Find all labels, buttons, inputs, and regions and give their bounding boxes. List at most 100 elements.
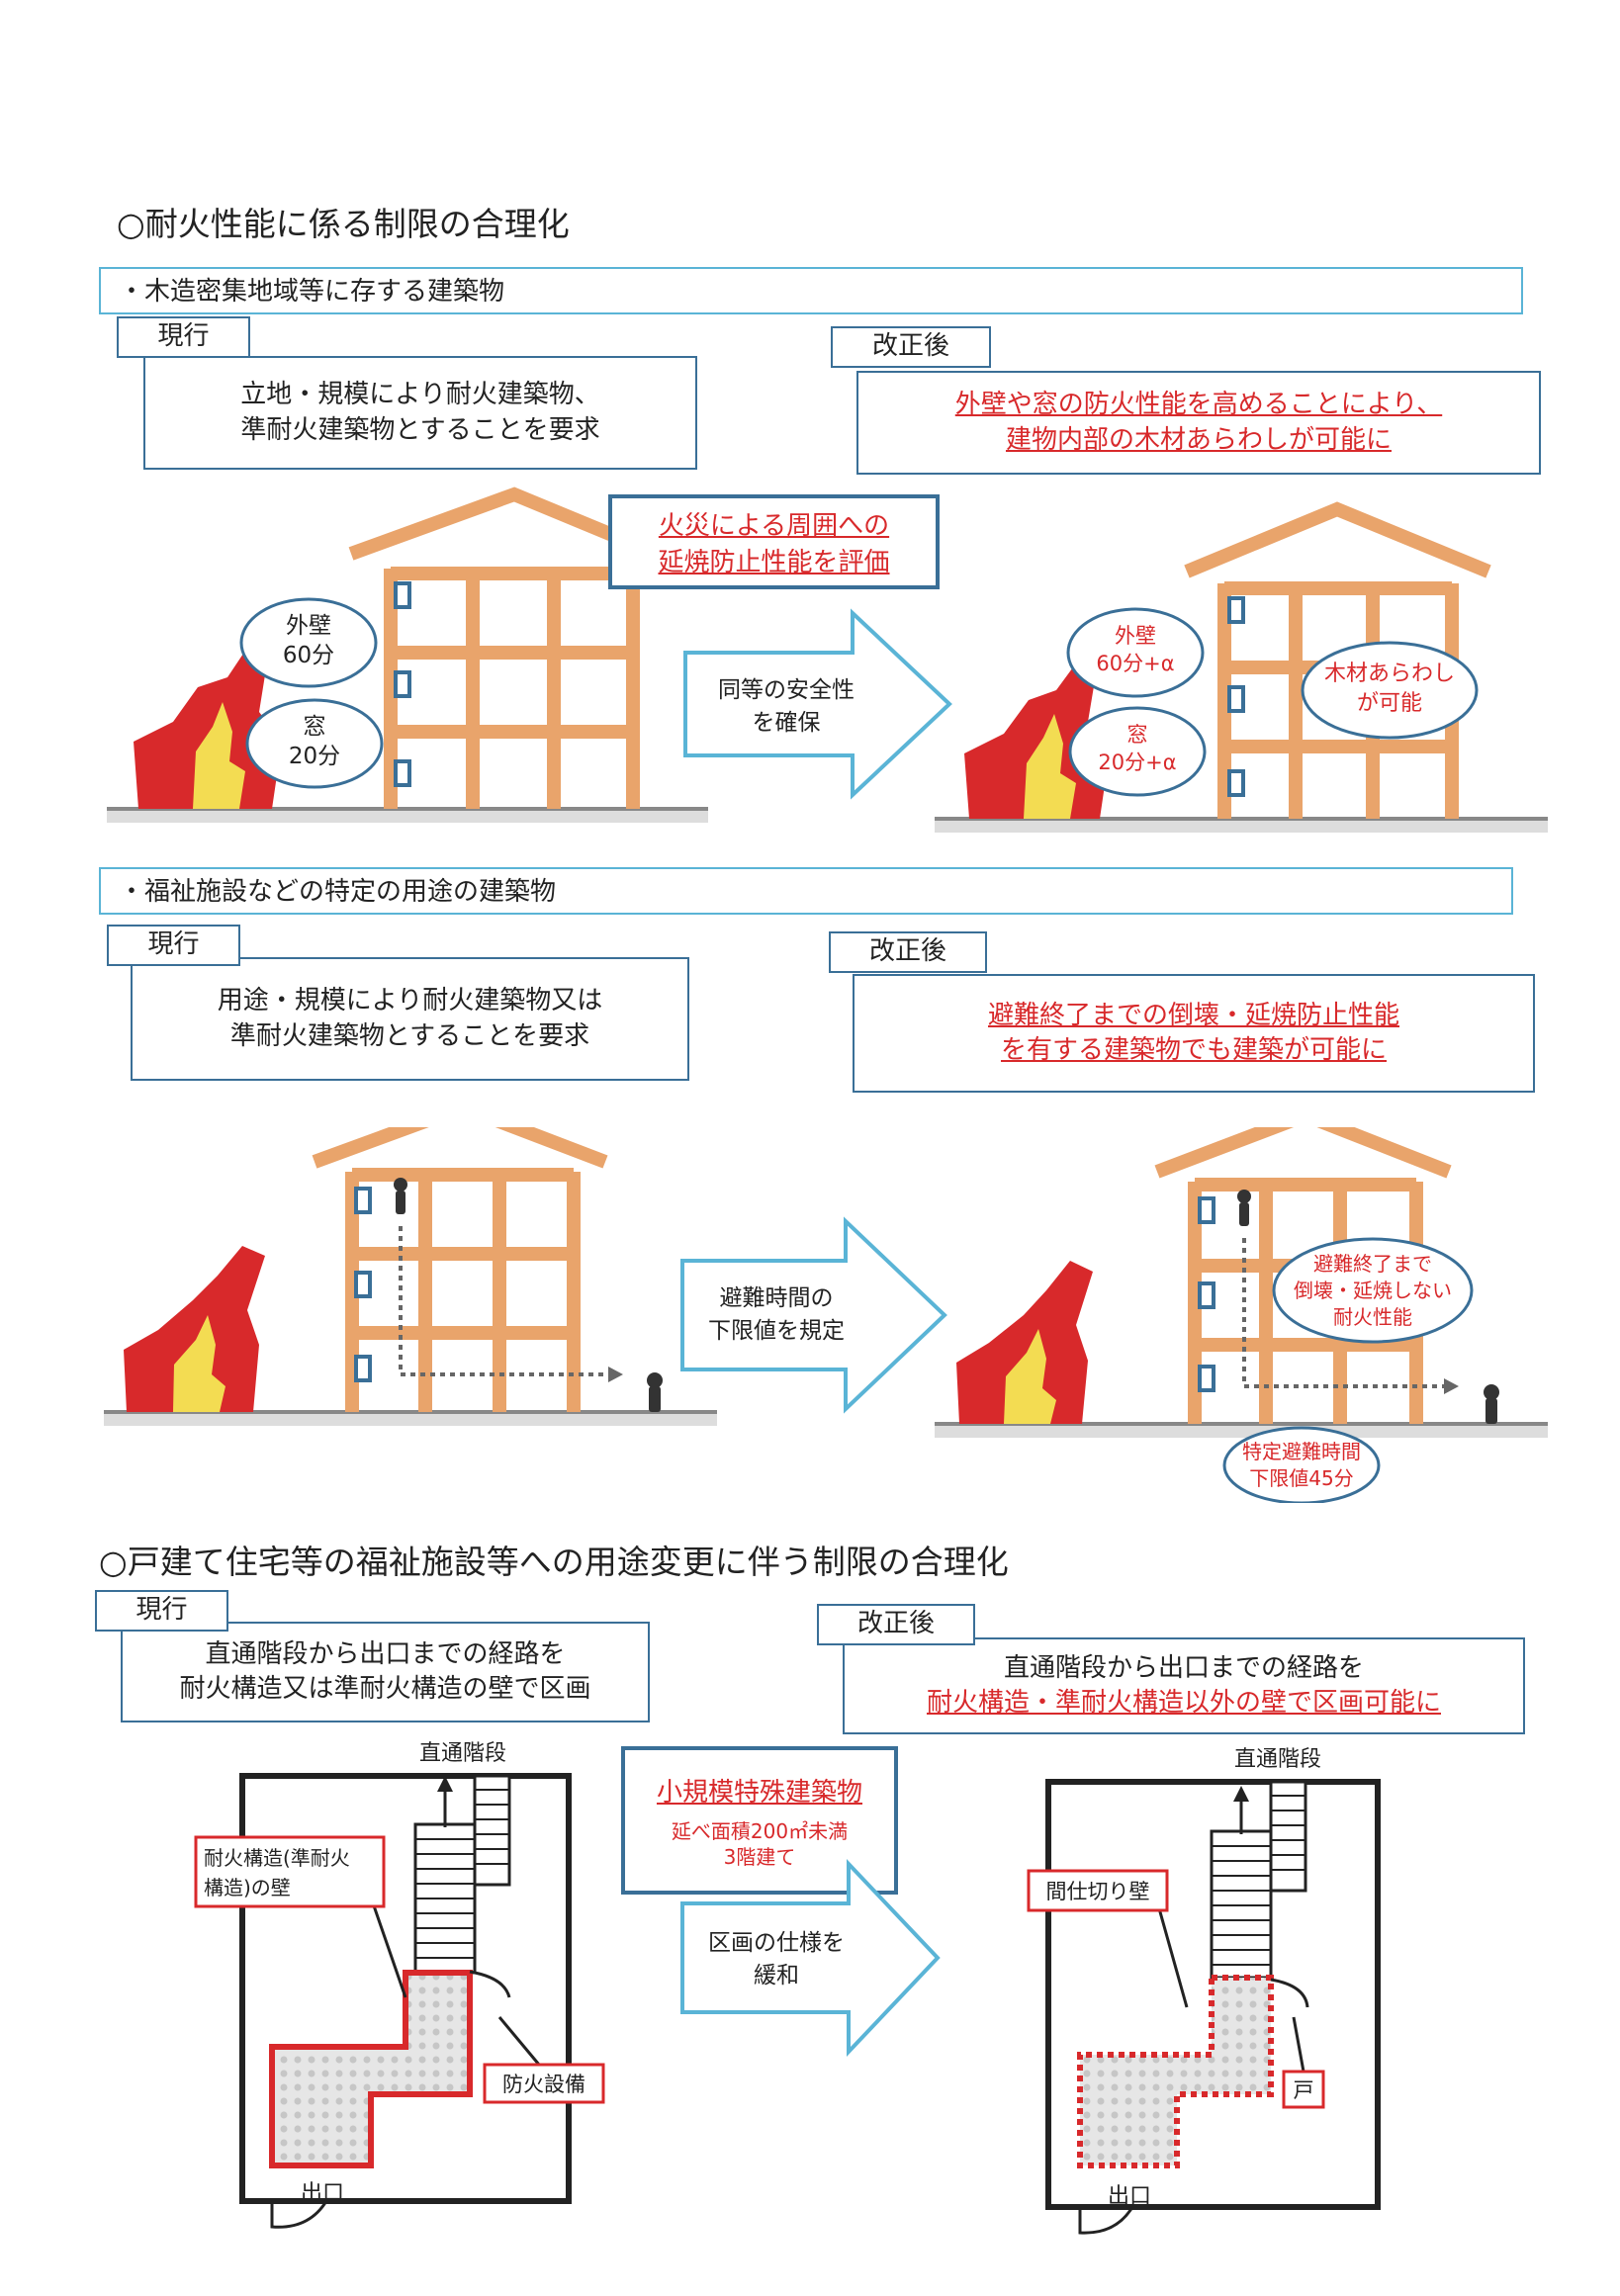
bubble-time-l1: 特定避難時間 — [1242, 1440, 1361, 1463]
bubble-window-current-l1: 窓 — [304, 714, 326, 740]
part1-current-tab: 現行 — [117, 316, 250, 358]
bubble-perf-l1: 避難終了まで — [1313, 1252, 1432, 1276]
label-stairs-right: 直通階段 — [1234, 1747, 1321, 1772]
leader-partition — [1157, 1907, 1189, 2008]
s2-revised-box: 直通階段から出口までの経路を 耐火構造・準耐火構造以外の壁で区画可能に — [843, 1637, 1525, 1734]
exit-door-left — [270, 2200, 328, 2229]
part2-bar-label: ・福祉施設などの特定の用途の建築物 — [119, 877, 557, 907]
bubble-perf — [1272, 1237, 1474, 1344]
part1-revised-line2: 建物内部の木材あらわしが可能に — [1005, 424, 1392, 455]
part2-bar: ・福祉施設などの特定の用途の建築物 — [99, 867, 1513, 915]
building2-left — [312, 1127, 608, 1412]
bubble-wall-revised-l2: 60分+α — [1096, 652, 1174, 675]
label-fire-equip-box — [483, 2063, 605, 2104]
part1-callout: 火災による周囲への 延焼防止性能を評価 — [608, 494, 940, 589]
bubble-time-l2: 下限値45分 — [1249, 1466, 1353, 1490]
bubble-wall-current-l1: 外壁 — [286, 613, 331, 639]
part2-arrow — [680, 1216, 947, 1414]
s2-arrow — [680, 1858, 941, 2058]
exit-door-right — [1078, 2206, 1134, 2235]
bubble-wood — [1301, 641, 1479, 740]
leader-door — [1292, 2016, 1305, 2073]
s2-current-box: 直通階段から出口までの経路を 耐火構造又は準耐火構造の壁で区画 — [121, 1622, 650, 1722]
part1-revised-line1: 外壁や窓の防火性能を高めることにより、 — [954, 390, 1443, 420]
s2-callout-title: 小規模特殊建築物 — [656, 1777, 862, 1808]
bubble-window-revised-l1: 窓 — [1127, 723, 1148, 747]
part1-callout-l2: 延焼防止性能を評価 — [658, 548, 890, 577]
ground-left — [107, 809, 708, 823]
bubble-time — [1222, 1426, 1381, 1503]
label-exit-right: 出口 — [1108, 2184, 1151, 2209]
building-left — [348, 486, 661, 809]
part2-revised-box: 避難終了までの倒壊・延焼防止性能 を有する建築物でも建築が可能に — [853, 974, 1535, 1093]
label-fire-equip: 防火設備 — [502, 2073, 585, 2096]
label-stairs-left: 直通階段 — [419, 1741, 506, 1766]
leader-equip-left — [497, 2016, 541, 2066]
s2-revised-line2: 耐火構造・準耐火構造以外の壁で区画可能に — [926, 1688, 1441, 1718]
part2-revised-line1: 避難終了までの倒壊・延焼防止性能 — [987, 1000, 1399, 1030]
section1-heading: ○耐火性能に係る制限の合理化 — [117, 205, 570, 243]
part1-arrow-l2: を確保 — [753, 710, 821, 736]
bubble-window-current-l2: 20分 — [289, 744, 340, 769]
person-right-upper — [1237, 1190, 1251, 1226]
s2-arrow-l2: 緩和 — [754, 1963, 799, 1988]
s2-revised-line1: 直通階段から出口までの経路を — [1003, 1652, 1364, 1683]
label-wall-left-l2: 構造)の壁 — [204, 1876, 291, 1899]
fire-right — [964, 661, 1110, 819]
s2-callout-sub1: 延べ面積200㎡未満 — [671, 1818, 849, 1843]
part1-callout-l1: 火災による周囲への — [658, 511, 890, 541]
plan-right-outline — [1045, 1779, 1381, 2210]
label-wall-left-box — [194, 1835, 386, 1908]
label-door: 戸 — [1294, 2078, 1314, 2102]
ground-right — [935, 819, 1548, 833]
bubble-wall-current — [239, 597, 378, 688]
s2-callout-sub2: 3階建て — [723, 1844, 796, 1869]
label-exit-left: 出口 — [301, 2181, 344, 2206]
bubble-wood-l1: 木材あらわし — [1324, 662, 1455, 686]
plan-left-outline — [239, 1773, 572, 2204]
bubble-perf-l2: 倒壊・延焼しない — [1294, 1279, 1452, 1302]
label-partition: 間仕切り壁 — [1046, 1880, 1150, 1903]
fire-left — [134, 648, 282, 809]
person-left-outside — [647, 1372, 663, 1412]
part1-revised-tab: 改正後 — [831, 326, 991, 368]
s2-current-line1: 直通階段から出口までの経路を — [205, 1638, 566, 1669]
part2-revised-line2: を有する建築物でも建築が可能に — [1000, 1035, 1387, 1065]
bubble-window-current — [245, 698, 384, 789]
s2-current-line2: 耐火構造又は準耐火構造の壁で区画 — [179, 1674, 591, 1704]
bubble-wall-revised — [1066, 607, 1205, 698]
part2-arrow-l2: 下限値を規定 — [708, 1318, 845, 1344]
part1-arrow — [683, 608, 952, 800]
door-swing-right — [1270, 1978, 1309, 2008]
part2-current-line1: 用途・規模により耐火建築物又は — [217, 986, 603, 1016]
part1-arrow-l1: 同等の安全性 — [718, 677, 855, 703]
part1-bar: ・木造密集地域等に存する建築物 — [99, 267, 1523, 314]
part2-current-line2: 準耐火建築物とすることを要求 — [229, 1020, 590, 1051]
evac-path-left — [399, 1226, 608, 1376]
part2-arrow-l1: 避難時間の — [720, 1285, 834, 1311]
part1-current-line1: 立地・規模により耐火建築物、 — [240, 380, 600, 410]
part2-current-box: 用途・規模により耐火建築物又は 準耐火建築物とすることを要求 — [131, 957, 689, 1081]
bubble-window-revised — [1068, 706, 1207, 797]
part2-revised-tab: 改正後 — [829, 931, 987, 973]
route-left — [269, 1970, 473, 2168]
bubble-window-revised-l2: 20分+α — [1098, 751, 1176, 774]
part2-current-tab: 現行 — [107, 925, 240, 966]
part1-current-line2: 準耐火建築物とすることを要求 — [240, 414, 600, 445]
s2-callout: 小規模特殊建築物 延べ面積200㎡未満 3階建て — [621, 1746, 898, 1895]
part2-illustration: 避難時間の 下限値を規定 避難終了まで 倒壊・延焼しない 耐火性能 特定避難時間… — [104, 1127, 1548, 1503]
bubble-perf-l3: 耐火性能 — [1333, 1305, 1412, 1329]
bubble-wood-l2: が可能 — [1357, 691, 1422, 716]
person-right-outside — [1484, 1384, 1499, 1424]
s2-arrow-l1: 区画の仕様を — [708, 1930, 845, 1956]
part1-revised-box: 外壁や窓の防火性能を高めることにより、 建物内部の木材あらわしが可能に — [856, 371, 1541, 475]
bubble-wall-revised-l1: 外壁 — [1115, 624, 1156, 648]
s2-revised-tab: 改正後 — [817, 1604, 975, 1645]
stairs-left — [413, 1774, 511, 1975]
fire2-left — [124, 1246, 265, 1412]
label-wall-left-l1: 耐火構造(準耐火 — [204, 1846, 350, 1870]
bubble-wall-current-l2: 60分 — [283, 643, 334, 668]
route-right — [1077, 1975, 1274, 2168]
label-door-box — [1282, 2070, 1325, 2109]
fire2-right — [956, 1261, 1093, 1424]
